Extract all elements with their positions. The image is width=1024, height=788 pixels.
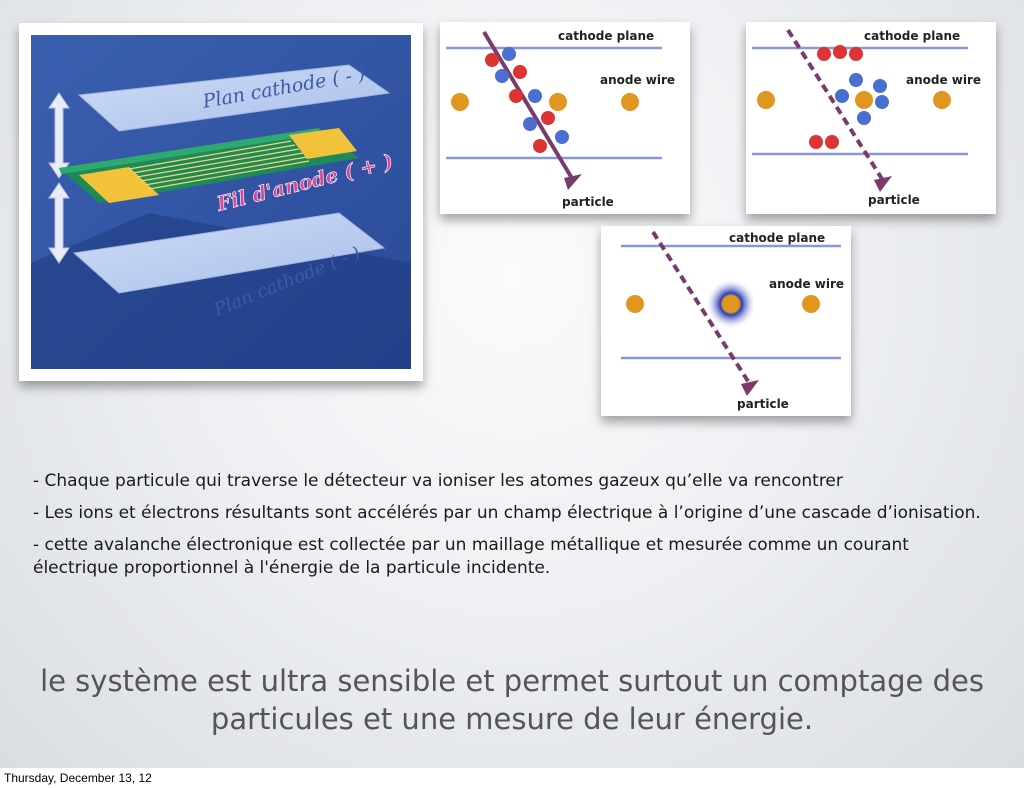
anode-wire-label: anode wire	[600, 73, 675, 87]
particle-label: particle	[562, 195, 614, 209]
charge-cluster	[809, 45, 889, 149]
avalanche-cloud	[707, 280, 755, 328]
anode-wire-icon	[549, 93, 567, 111]
particle-label: particle	[868, 193, 920, 207]
particle-track	[786, 28, 886, 184]
ionization-panel-3: cathode plane anode wire particle	[601, 226, 851, 416]
charge-cluster	[485, 47, 569, 153]
top-cathode-plane	[77, 64, 391, 132]
anode-wire-label: anode wire	[906, 73, 981, 87]
anode-wire-icon	[621, 93, 639, 111]
particle-track	[482, 30, 575, 182]
conclusion-text: le système est ultra sensible et permet …	[40, 664, 984, 736]
cathode-plane-label: cathode plane	[864, 29, 960, 43]
bullet-item: - cette avalanche électronique est colle…	[33, 535, 909, 578]
ionization-panel-1: cathode plane anode wire particle	[440, 22, 690, 214]
bottom-cathode-plane	[72, 212, 386, 294]
footer-date: Thursday, December 13, 12	[0, 768, 1024, 788]
cathode-plane-label: cathode plane	[558, 29, 654, 43]
bullet-list: - Chaque particule qui traverse le détec…	[33, 470, 993, 589]
bullet-item: - Chaque particule qui traverse le détec…	[33, 471, 843, 491]
anode-wire-label: anode wire	[769, 277, 844, 291]
ionization-panel-2: cathode plane anode wire particle	[746, 22, 996, 214]
particle-track	[651, 230, 753, 388]
bullet-item: - Les ions et électrons résultants sont …	[33, 503, 981, 523]
slide: Plan cathode ( - ) Fil d'anode ( + ) Pla…	[19, 22, 996, 736]
particle-label: particle	[737, 397, 789, 411]
cathode-plane-label: cathode plane	[729, 231, 825, 245]
anode-wire-icon	[451, 93, 469, 111]
detector-figure: Plan cathode ( - ) Fil d'anode ( + ) Pla…	[19, 23, 423, 381]
